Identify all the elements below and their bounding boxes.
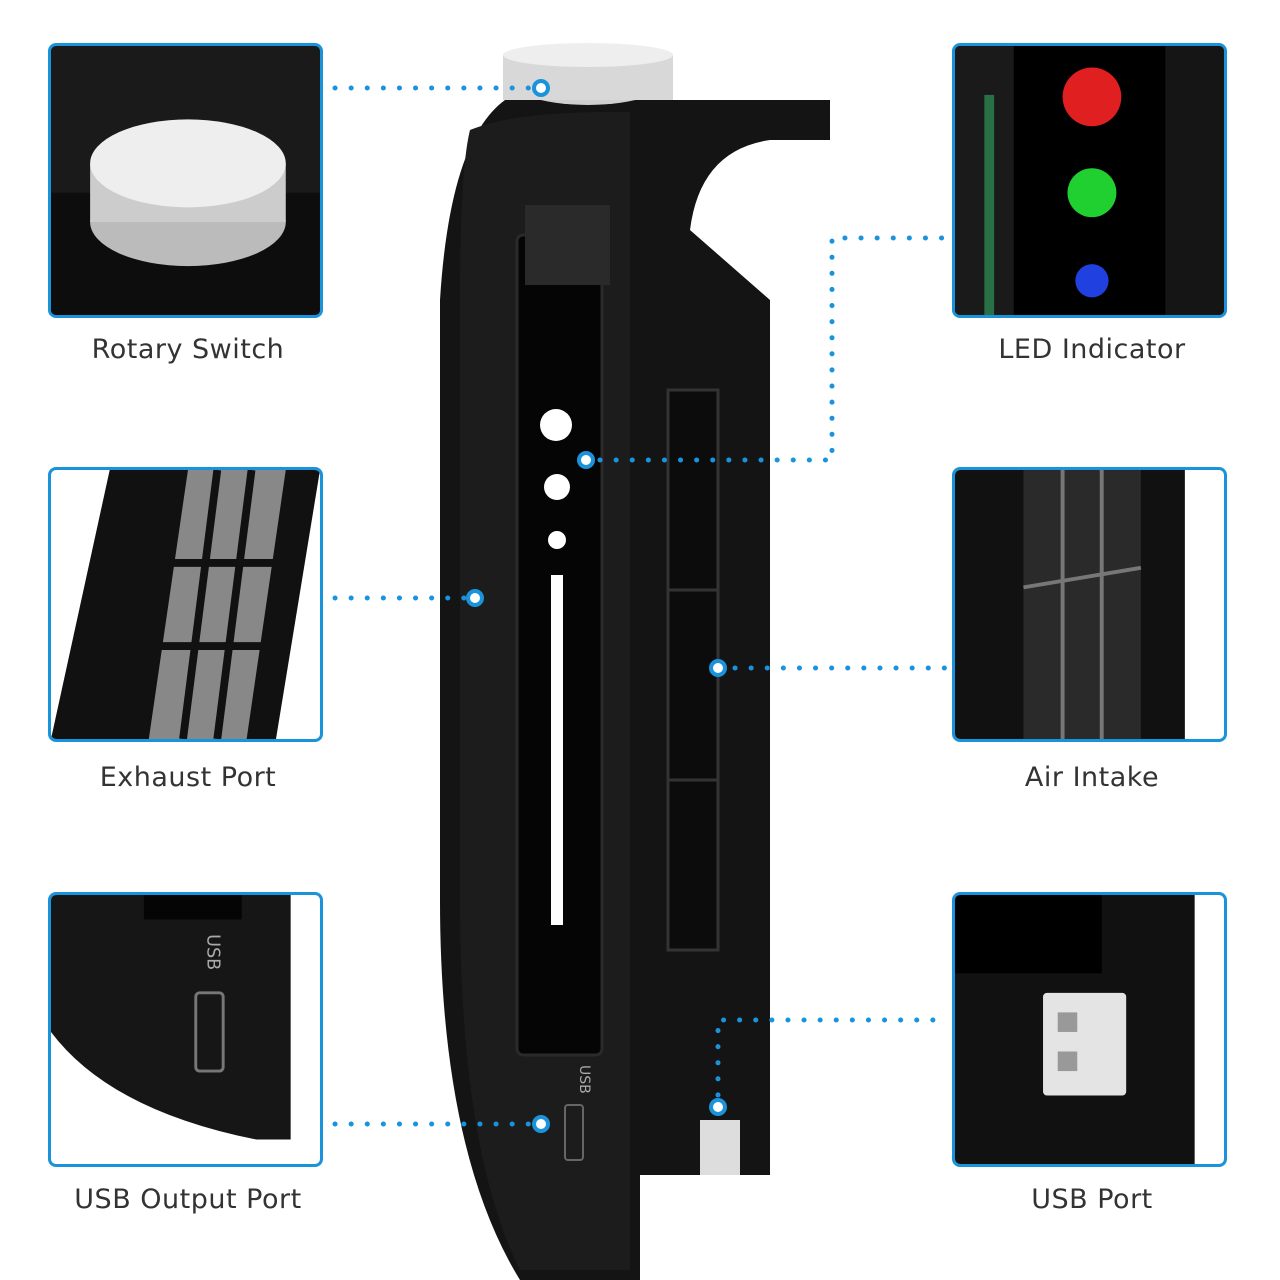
connector-lines xyxy=(332,85,949,1127)
label-air-intake: Air Intake xyxy=(1024,762,1160,793)
label-usb-output-port: USB Output Port xyxy=(74,1184,302,1215)
callout-air-intake-image xyxy=(952,467,1227,742)
callout-led-indicator-image xyxy=(952,43,1227,318)
svg-text:USB: USB xyxy=(203,934,223,970)
fan-led-icons xyxy=(540,409,572,549)
label-exhaust-port: Exhaust Port xyxy=(99,762,277,793)
label-usb-port: USB Port xyxy=(1031,1184,1153,1215)
device-usb-label: USB xyxy=(576,1065,592,1094)
callout-usb-output-port-image: USB xyxy=(48,892,323,1167)
label-rotary-switch: Rotary Switch xyxy=(91,334,285,365)
label-led-indicator: LED Indicator xyxy=(998,334,1186,365)
callout-usb-port-image xyxy=(952,892,1227,1167)
cooling-fan-device: USB xyxy=(440,43,830,1280)
callout-rotary-switch-image xyxy=(48,43,323,318)
connector-dots xyxy=(466,79,727,1133)
callout-exhaust-port-image xyxy=(48,467,323,742)
